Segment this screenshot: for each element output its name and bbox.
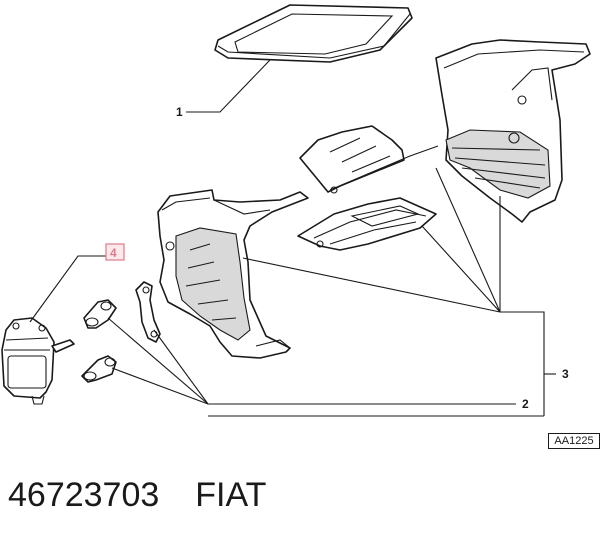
reference-code: AA1225 bbox=[548, 433, 600, 449]
leader-lines bbox=[29, 59, 556, 417]
part-number: 46723703 bbox=[8, 476, 160, 514]
link-shaft-upper bbox=[83, 299, 117, 329]
link-shaft-lower bbox=[81, 355, 117, 383]
brand-name: FIAT bbox=[195, 476, 267, 514]
part-footer: 46723703 FIAT bbox=[8, 476, 266, 515]
flap-lower bbox=[297, 197, 437, 251]
air-duct-housing-center bbox=[157, 189, 309, 359]
actuator-motor bbox=[1, 317, 75, 405]
flap-upper bbox=[299, 125, 439, 194]
air-duct-housing-right bbox=[435, 39, 591, 223]
callout-4: 4 bbox=[110, 246, 117, 260]
callout-1: 1 bbox=[176, 105, 183, 119]
callout-3: 3 bbox=[562, 367, 569, 381]
callout-2: 2 bbox=[522, 397, 529, 411]
callout-4-highlight: 4 bbox=[105, 243, 125, 261]
gasket-frame bbox=[214, 4, 413, 63]
lever-arm bbox=[135, 281, 161, 343]
highlight-box bbox=[105, 243, 125, 261]
